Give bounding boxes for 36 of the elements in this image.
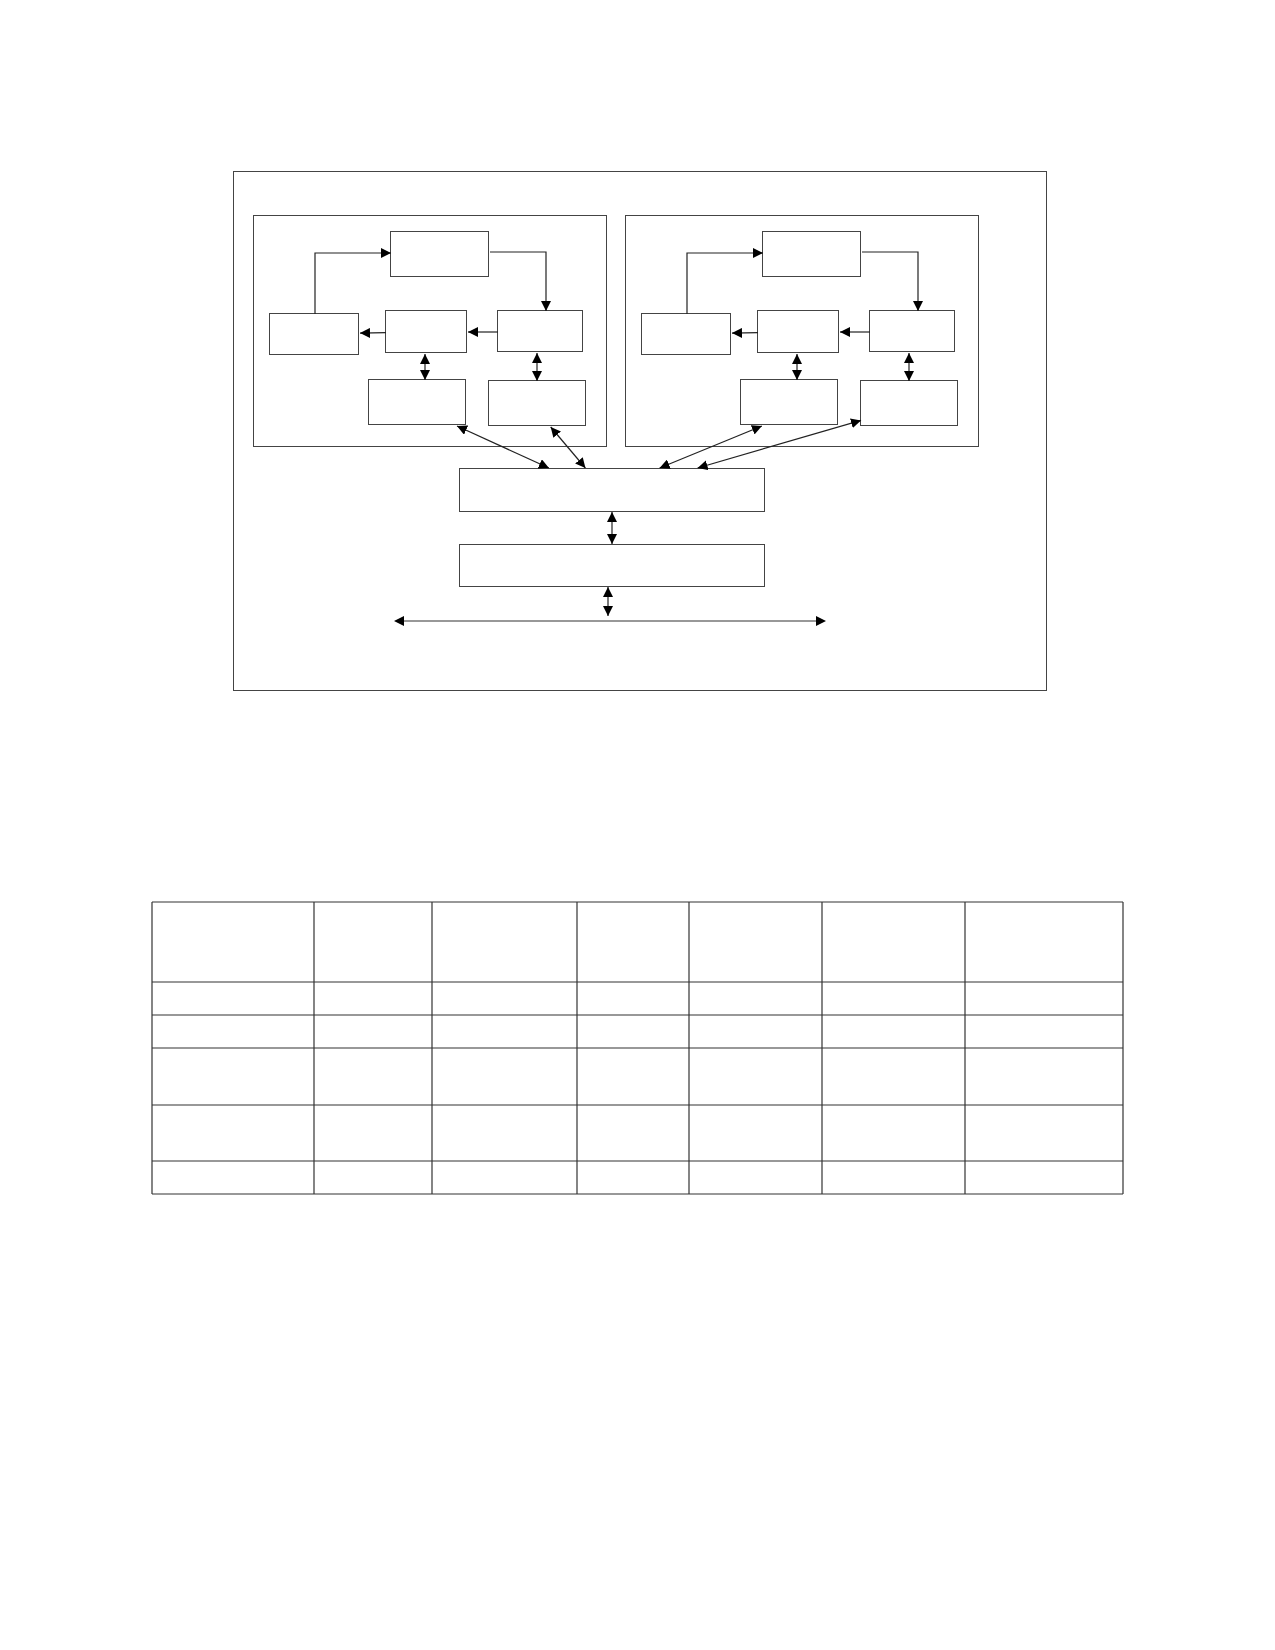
process-box <box>497 310 584 353</box>
process-box <box>385 310 468 354</box>
bus-line <box>393 615 826 626</box>
process-box <box>368 379 467 426</box>
process-box <box>269 313 360 356</box>
arrow <box>467 327 499 337</box>
process-box <box>740 379 839 426</box>
double-arrow <box>697 418 862 470</box>
process-box <box>860 380 959 427</box>
double-arrow <box>550 426 586 469</box>
double-arrow <box>607 511 617 545</box>
double-arrow <box>792 353 802 381</box>
double-arrow <box>659 425 763 469</box>
double-arrow <box>420 353 430 381</box>
arrow <box>839 327 871 337</box>
diagram-frame <box>233 171 1047 691</box>
process-box <box>390 231 490 278</box>
arrow <box>686 248 764 315</box>
double-arrow <box>456 425 550 469</box>
process-box <box>458 543 765 587</box>
arrow <box>359 327 387 338</box>
double-arrow <box>532 352 542 382</box>
process-box <box>458 467 765 512</box>
process-box <box>757 310 840 354</box>
panel-box <box>624 214 979 447</box>
process-box <box>488 380 587 427</box>
arrow <box>861 251 923 312</box>
double-arrow <box>904 352 914 382</box>
process-box <box>869 310 956 353</box>
arrow <box>489 251 551 312</box>
arrow <box>314 248 392 315</box>
panel-box <box>252 214 607 447</box>
double-arrow <box>603 586 613 617</box>
arrow <box>731 327 759 338</box>
process-box <box>762 231 862 278</box>
process-box <box>641 313 732 356</box>
